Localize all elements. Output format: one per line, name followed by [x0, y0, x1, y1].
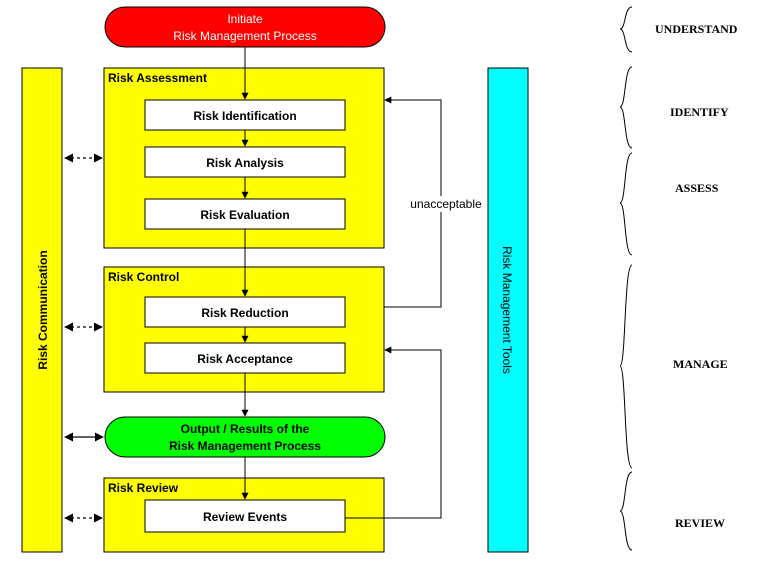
phase-review: REVIEW — [675, 516, 725, 530]
risk-management-tools-label: Risk Management Tools — [500, 246, 514, 374]
step-risk-evaluation: Risk Evaluation — [200, 208, 289, 222]
phase-identify: IDENTIFY — [670, 105, 729, 119]
output-node: Output / Results of the Risk Management … — [104, 416, 386, 458]
initiate-node: Initiate Risk Management Process — [104, 6, 386, 48]
phase-assess: ASSESS — [675, 181, 719, 195]
risk-assessment-group: Risk Assessment Risk Identification Risk… — [103, 67, 385, 249]
phase-understand: UNDERSTAND — [655, 22, 738, 36]
step-risk-identification: Risk Identification — [193, 109, 296, 123]
risk-review-title: Risk Review — [108, 481, 179, 495]
step-risk-reduction: Risk Reduction — [201, 306, 288, 320]
risk-communication-bar: Risk Communication — [21, 67, 63, 553]
communication-arrows — [64, 153, 104, 523]
phase-braces — [619, 6, 633, 551]
step-risk-analysis: Risk Analysis — [206, 156, 284, 170]
output-line1: Output / Results of the — [181, 422, 310, 436]
step-review-events: Review Events — [203, 510, 287, 524]
step-risk-acceptance: Risk Acceptance — [197, 352, 293, 366]
risk-control-group: Risk Control Risk Reduction Risk Accepta… — [103, 266, 385, 393]
unacceptable-label: unacceptable — [410, 197, 482, 211]
phase-manage: MANAGE — [673, 357, 728, 371]
unacceptable-label-bg — [405, 196, 487, 212]
risk-management-tools-bar: Risk Management Tools — [487, 67, 529, 553]
initiate-line2: Risk Management Process — [173, 29, 316, 43]
risk-review-group: Risk Review Review Events — [103, 477, 385, 553]
initiate-line1: Initiate — [227, 12, 263, 26]
risk-communication-label: Risk Communication — [36, 250, 50, 369]
output-line2: Risk Management Process — [169, 439, 321, 453]
risk-control-title: Risk Control — [108, 270, 179, 284]
risk-assessment-title: Risk Assessment — [108, 71, 207, 85]
